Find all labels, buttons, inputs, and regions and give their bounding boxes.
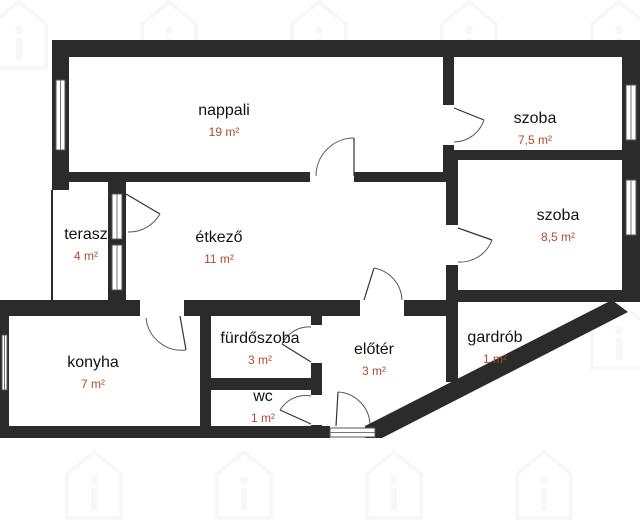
room-name: nappali: [198, 102, 250, 119]
door-furdo-opening: [311, 325, 322, 363]
room-name: előtér: [353, 341, 395, 358]
floor-plan: nappali 19 m² szoba 7,5 m² szoba 8,5 m² …: [0, 0, 640, 438]
room-area: 4 m²: [73, 249, 98, 264]
room-name: szoba: [513, 110, 557, 127]
room-name: wc: [253, 388, 273, 405]
floor-plan-drawing: [0, 40, 640, 438]
door-nappali-swing: [315, 137, 355, 177]
door-szoba-1-swing: [453, 119, 485, 143]
room-area: 8,5 m²: [540, 230, 576, 245]
outer-wall-bottom: [0, 426, 330, 438]
room-label-szoba-2: szoba 8,5 m²: [537, 207, 580, 245]
wall-furdo-eloter: [311, 316, 322, 438]
door-wc-leaf: [279, 409, 312, 425]
door-terasz-swing: [127, 213, 161, 233]
wall-etkezo-szoba: [446, 160, 458, 382]
door-konyha-swing: [145, 317, 187, 351]
wall-nappali-etkezo: [52, 172, 452, 182]
wall-konyha-furdo: [200, 316, 211, 438]
room-label-furdoszoba: fürdőszoba 3 m²: [220, 330, 299, 368]
door-furdo-swing: [281, 326, 312, 345]
wall-szoba-szoba: [443, 150, 640, 160]
door-eloter-opening: [360, 300, 404, 316]
room-label-etkezo: étkező 11 m²: [195, 229, 242, 267]
outer-wall-right: [622, 40, 640, 300]
door-nappali-opening: [310, 172, 354, 182]
room-label-konyha: konyha 7 m²: [67, 354, 119, 392]
room-name: konyha: [67, 354, 119, 371]
room-label-terasz: terasz 4 m²: [64, 226, 108, 264]
room-name: szoba: [536, 207, 580, 224]
door-wc-swing: [279, 395, 312, 411]
door-entrance-leaf: [335, 391, 339, 427]
door-szoba-1-leaf: [453, 107, 485, 121]
room-name: gardrób: [467, 329, 523, 346]
wall-szoba-gardrob: [452, 290, 640, 302]
room-area: 7 m²: [81, 377, 105, 392]
door-furdo-leaf: [281, 343, 312, 363]
door-szoba-2-swing: [457, 239, 493, 263]
room-area: 1 m²: [251, 411, 275, 426]
door-wc-opening: [311, 395, 322, 425]
outer-wall-top: [52, 40, 640, 57]
door-entrance-swing: [337, 391, 371, 425]
house-info-icon: [0, 0, 48, 70]
door-terasz-leaf: [125, 193, 161, 215]
room-label-gardrob: gardrób 1 m²: [467, 329, 522, 367]
room-name: étkező: [195, 229, 243, 246]
room-area: 1 m²: [483, 352, 507, 367]
door-szoba-2-leaf: [457, 227, 493, 241]
outer-wall-diagonal: [365, 300, 628, 438]
room-area: 19 m²: [208, 125, 240, 140]
wall-furdo-wc: [211, 378, 311, 390]
room-area: 3 m²: [247, 353, 272, 368]
room-area: 11 m²: [204, 252, 234, 267]
windows: [1, 79, 637, 438]
door-konyha-leaf: [179, 315, 187, 351]
room-label-nappali: nappali 19 m²: [198, 102, 250, 140]
doors: [125, 105, 493, 427]
room-label-wc: wc 1 m²: [251, 388, 275, 426]
door-eloter-leaf: [363, 267, 375, 301]
wall-mid-horizontal: [0, 300, 458, 316]
room-name: terasz: [64, 226, 108, 243]
room-name: fürdőszoba: [220, 330, 300, 347]
door-szoba-2-opening: [446, 225, 458, 265]
door-szoba-1-opening: [443, 105, 454, 145]
room-area: 7,5 m²: [517, 133, 553, 148]
building-footprint: [0, 40, 640, 438]
room-area: 3 m²: [362, 364, 386, 379]
room-label-szoba-1: szoba 7,5 m²: [514, 110, 557, 148]
room-label-eloter: előtér 3 m²: [354, 341, 394, 379]
door-konyha-opening: [140, 300, 184, 316]
door-eloter-swing: [373, 267, 403, 301]
